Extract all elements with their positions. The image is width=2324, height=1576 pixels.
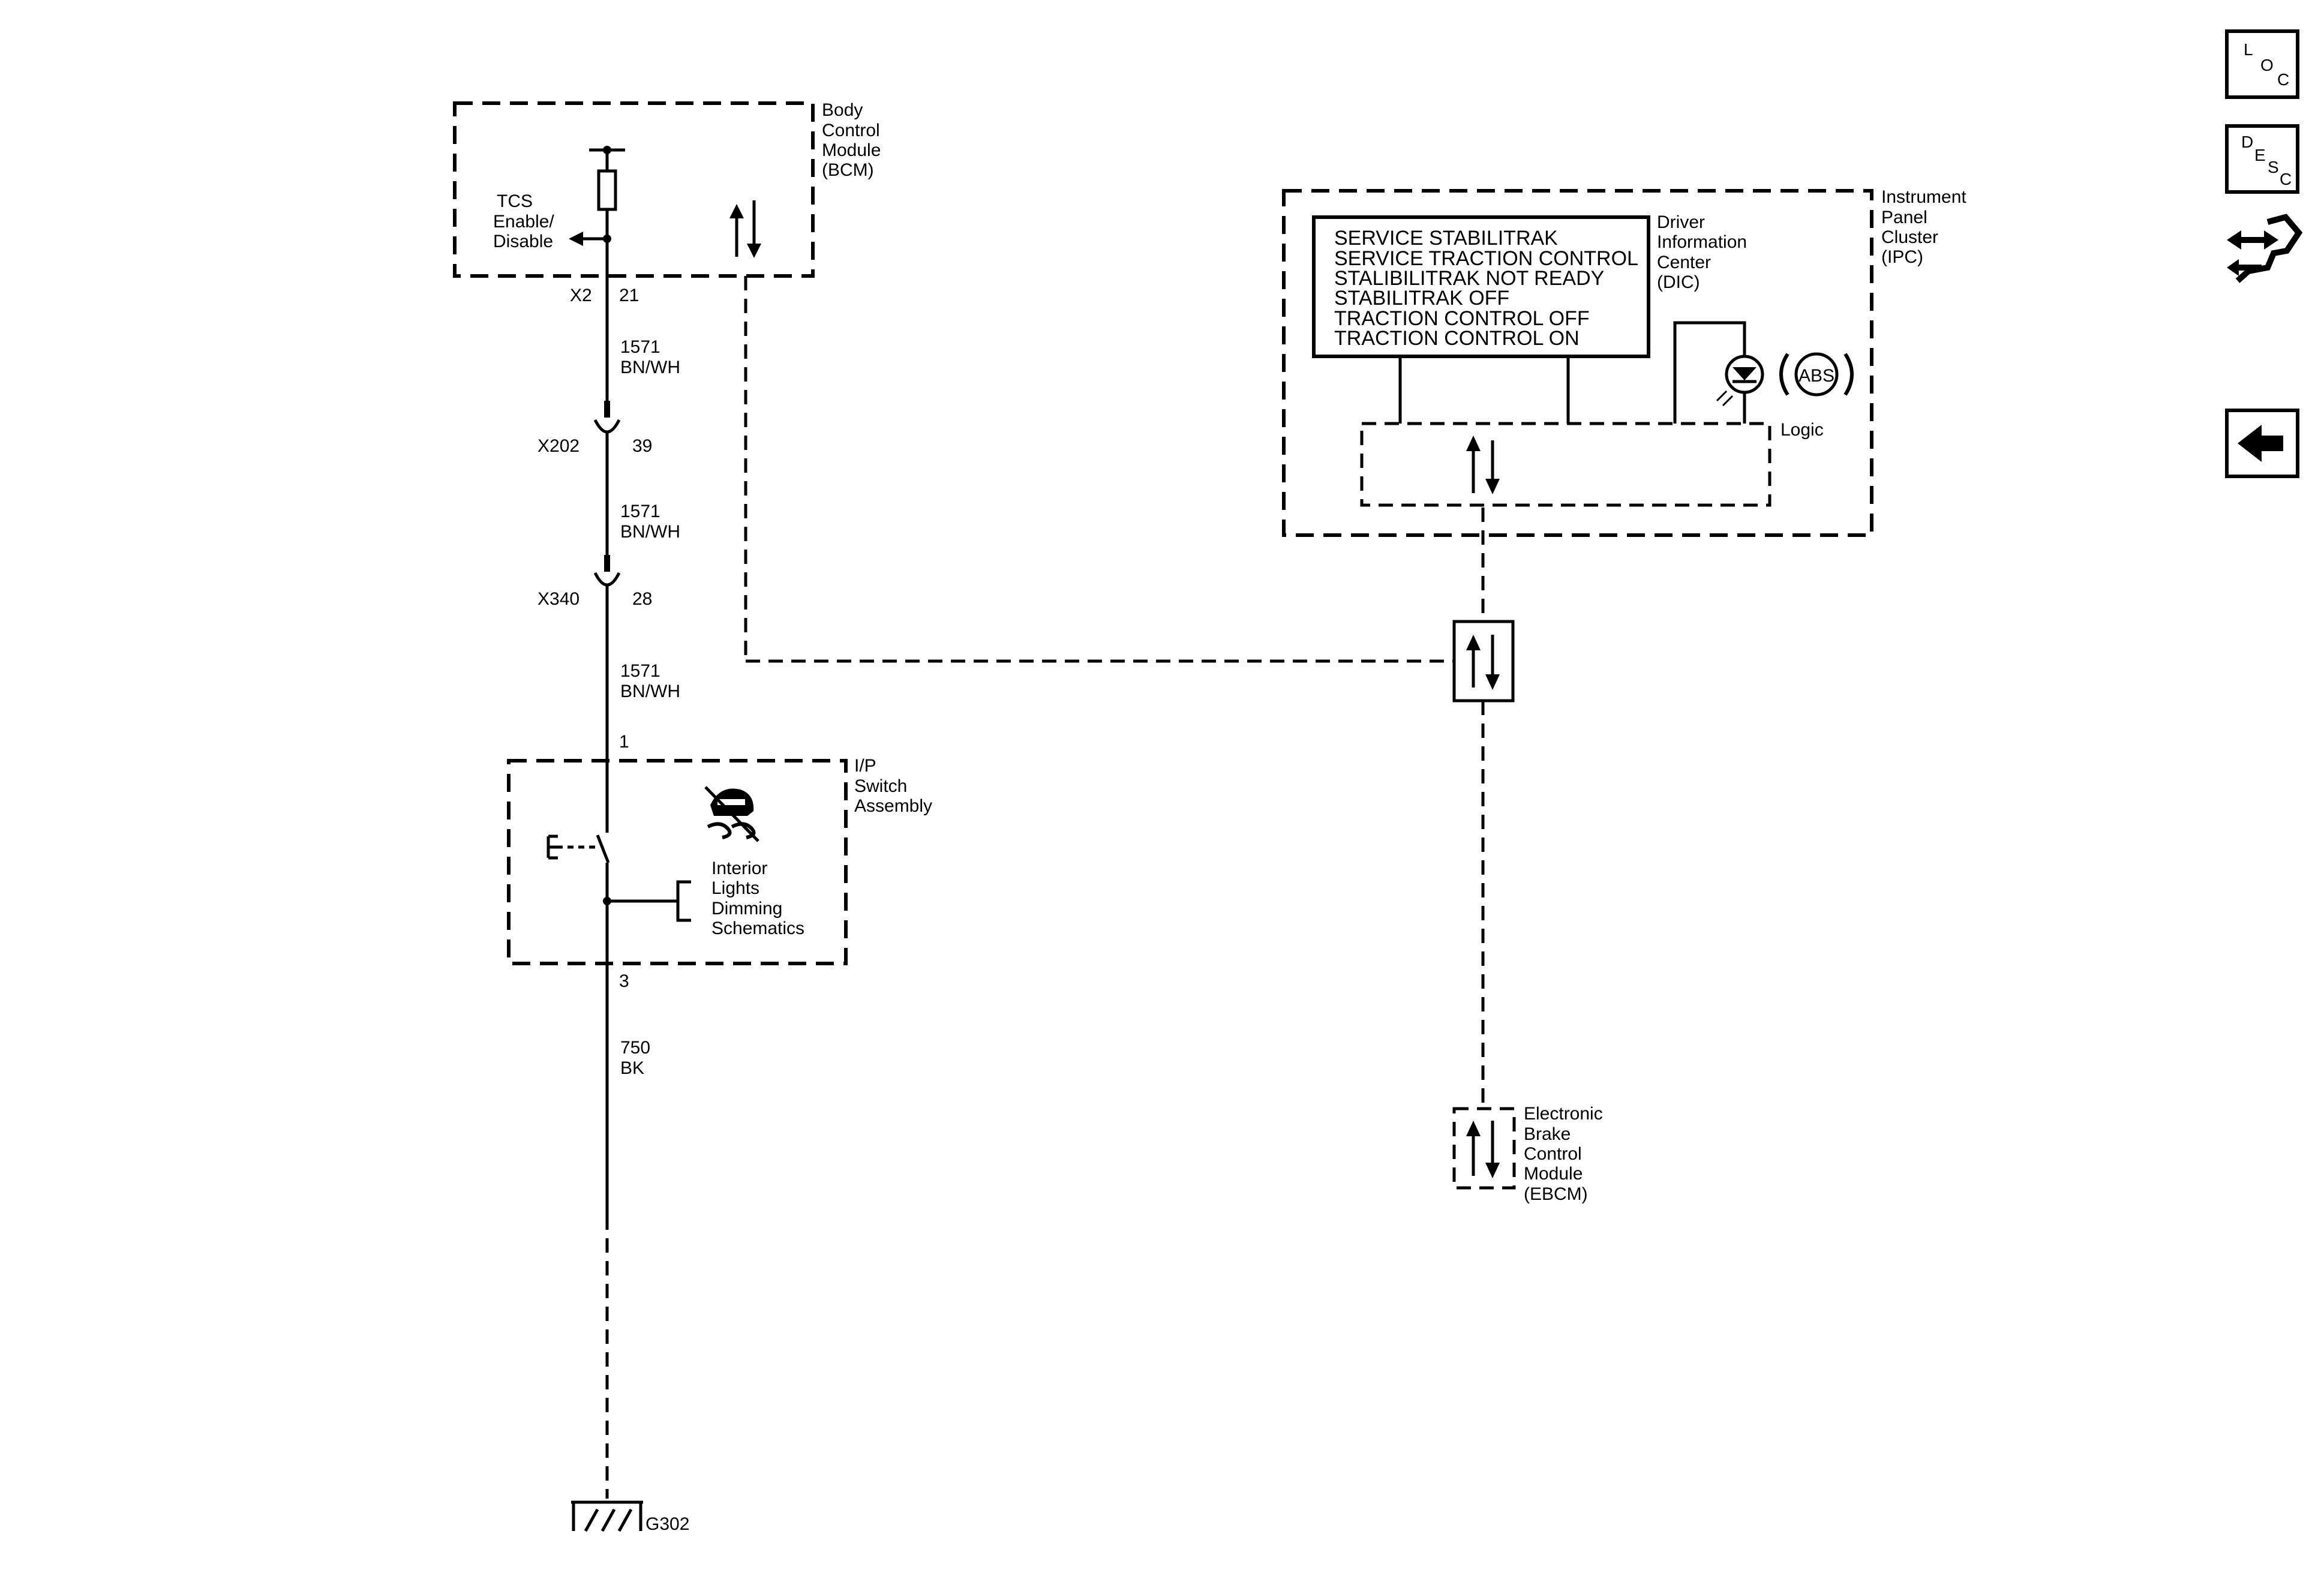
- ebcm-name-line-1: Electronic: [1524, 1104, 1603, 1124]
- dic-name-line-1: Driver: [1657, 212, 1705, 232]
- ground-wire-circuit: 750: [620, 1038, 650, 1058]
- ipc-module: Instrument Panel Cluster (IPC) SERVICE S…: [1282, 187, 1966, 537]
- bcm-name-line-2: Control: [822, 121, 880, 140]
- bcm-name-line-1: Body: [822, 100, 863, 120]
- dic-message-4: STABILITRAK OFF: [1334, 287, 1509, 310]
- traction-control-icon: [704, 786, 759, 842]
- desc-button[interactable]: D E S C: [2225, 124, 2299, 194]
- ipc-name-line-2: Panel: [1881, 208, 1927, 227]
- ground-symbol-icon: [571, 1500, 643, 1532]
- ipc-name-line-3: Cluster: [1881, 227, 1938, 247]
- ipc-name-line-4: (IPC): [1881, 247, 1923, 267]
- desc-letter-c: C: [2280, 170, 2292, 188]
- loc-letter-c: C: [2277, 70, 2289, 89]
- ground-wire-color: BK: [620, 1058, 644, 1078]
- ip-switch-box: [507, 759, 848, 965]
- bcm-module: Body Control Module (BCM) TCS Enable/ Di…: [453, 100, 881, 305]
- loc-letter-o: O: [2260, 56, 2274, 74]
- bcm-tcs-arrow-icon: [569, 232, 583, 246]
- ebcm-serial-data-arrows-icon: [1466, 1121, 1500, 1178]
- ip-switch-name-line-2: Switch: [854, 776, 907, 796]
- back-button[interactable]: [2225, 409, 2299, 478]
- abs-lamp-led-icon: [1716, 355, 1764, 407]
- loc-letter-l: L: [2244, 40, 2253, 59]
- bcm-pin-label: 21: [619, 286, 639, 305]
- dic-message-6: TRACTION CONTROL ON: [1334, 327, 1580, 350]
- abs-label: ABS: [1798, 366, 1834, 386]
- dic-name-line-4: (DIC): [1657, 272, 1700, 292]
- dimming-ref-line-4: Schematics: [711, 918, 804, 938]
- abs-indicator-icon: ABS: [1779, 352, 1854, 397]
- dic-message-2: SERVICE TRACTION CONTROL: [1334, 247, 1638, 270]
- x202-pin-male: [604, 401, 610, 418]
- wire-1-color: BN/WH: [620, 358, 680, 377]
- x202-pin: 39: [632, 436, 652, 456]
- wire-2-color: BN/WH: [620, 522, 680, 542]
- serial-data-network: [744, 276, 1515, 1109]
- dic-message-3: STALIBILITRAK NOT READY: [1334, 267, 1604, 290]
- ebcm-box: [1452, 1107, 1516, 1190]
- x202-connector-icon: [593, 419, 621, 434]
- bcm-name-line-4: (BCM): [822, 160, 874, 180]
- ipc-name-line-1: Instrument: [1881, 187, 1966, 207]
- bcm-serial-data-arrows-icon: [729, 200, 761, 258]
- dic-message-1: SERVICE STABILITRAK: [1334, 227, 1558, 250]
- tcs-label-line-1: TCS: [497, 191, 533, 211]
- ipc-logic-box: [1360, 422, 1771, 507]
- ebcm-name-line-2: Brake: [1524, 1124, 1571, 1144]
- splice-serial-data-arrows-icon: [1466, 635, 1500, 690]
- loc-button[interactable]: L O C: [2225, 29, 2299, 99]
- bcm-box: [453, 101, 815, 278]
- x202-name: X202: [538, 436, 580, 456]
- wire-3-circuit: 1571: [620, 661, 660, 681]
- wire-2-circuit: 1571: [620, 502, 660, 521]
- x340-name: X340: [538, 589, 580, 609]
- wire-3-color: BN/WH: [620, 682, 680, 701]
- dimming-reference-bracket-icon: [676, 880, 691, 922]
- switch-actuator-icon: [547, 834, 558, 860]
- ip-switch-pin-bottom: 3: [619, 971, 629, 991]
- ebcm-name-line-3: Control: [1524, 1144, 1582, 1164]
- dimming-ref-line-2: Lights: [711, 878, 759, 898]
- dic-message-box: [1312, 215, 1650, 358]
- back-arrow-icon: [2238, 425, 2283, 462]
- connector-view-button[interactable]: [2227, 214, 2303, 283]
- serial-data-splice-box: [1452, 620, 1515, 703]
- ip-switch-name-line-3: Assembly: [854, 796, 932, 816]
- bcm-name-line-3: Module: [822, 140, 881, 160]
- ipc-box: [1282, 189, 1873, 537]
- x340-pin-male: [604, 555, 610, 572]
- switch-blade: [596, 834, 610, 863]
- ground-circuit: 750 BK G302: [571, 963, 689, 1534]
- ebcm-name-line-4: Module: [1524, 1164, 1583, 1184]
- desc-letter-e: E: [2254, 146, 2266, 164]
- tcs-label-line-3: Disable: [493, 232, 553, 251]
- dic-message-5: TRACTION CONTROL OFF: [1334, 307, 1590, 330]
- desc-letter-d: D: [2241, 133, 2253, 151]
- dic-name-line-3: Center: [1657, 253, 1711, 272]
- ebcm-name-line-5: (EBCM): [1524, 1184, 1588, 1204]
- dic-name-line-2: Information: [1657, 232, 1747, 252]
- ebcm-module: Electronic Brake Control Module (EBCM): [1452, 1104, 1603, 1204]
- logic-serial-data-arrows-icon: [1466, 436, 1500, 494]
- x340-connector-icon: [593, 572, 621, 587]
- tcs-label-line-2: Enable/: [493, 212, 554, 232]
- desc-letter-s: S: [2268, 158, 2279, 176]
- connector-view-icon: [2227, 214, 2303, 283]
- dimming-ref-line-3: Dimming: [711, 899, 782, 918]
- dimming-ref-line-1: Interior: [711, 858, 767, 878]
- bcm-connector-label: X2: [570, 286, 592, 305]
- ground-name: G302: [645, 1514, 689, 1534]
- x340-pin: 28: [632, 589, 652, 609]
- wire-1-circuit: 1571: [620, 337, 660, 357]
- ip-switch-assembly: 1 I/P Switch Assembly Interior Lights: [507, 732, 932, 991]
- signal-wire-1571: 1571 BN/WH X202 39 1571 BN/WH X340 28 15…: [538, 276, 680, 759]
- bcm-pullup-resistor: [597, 169, 617, 211]
- logic-label: Logic: [1780, 420, 1824, 440]
- ip-switch-name-line-1: I/P: [854, 756, 876, 776]
- ip-switch-pin-top: 1: [619, 732, 629, 752]
